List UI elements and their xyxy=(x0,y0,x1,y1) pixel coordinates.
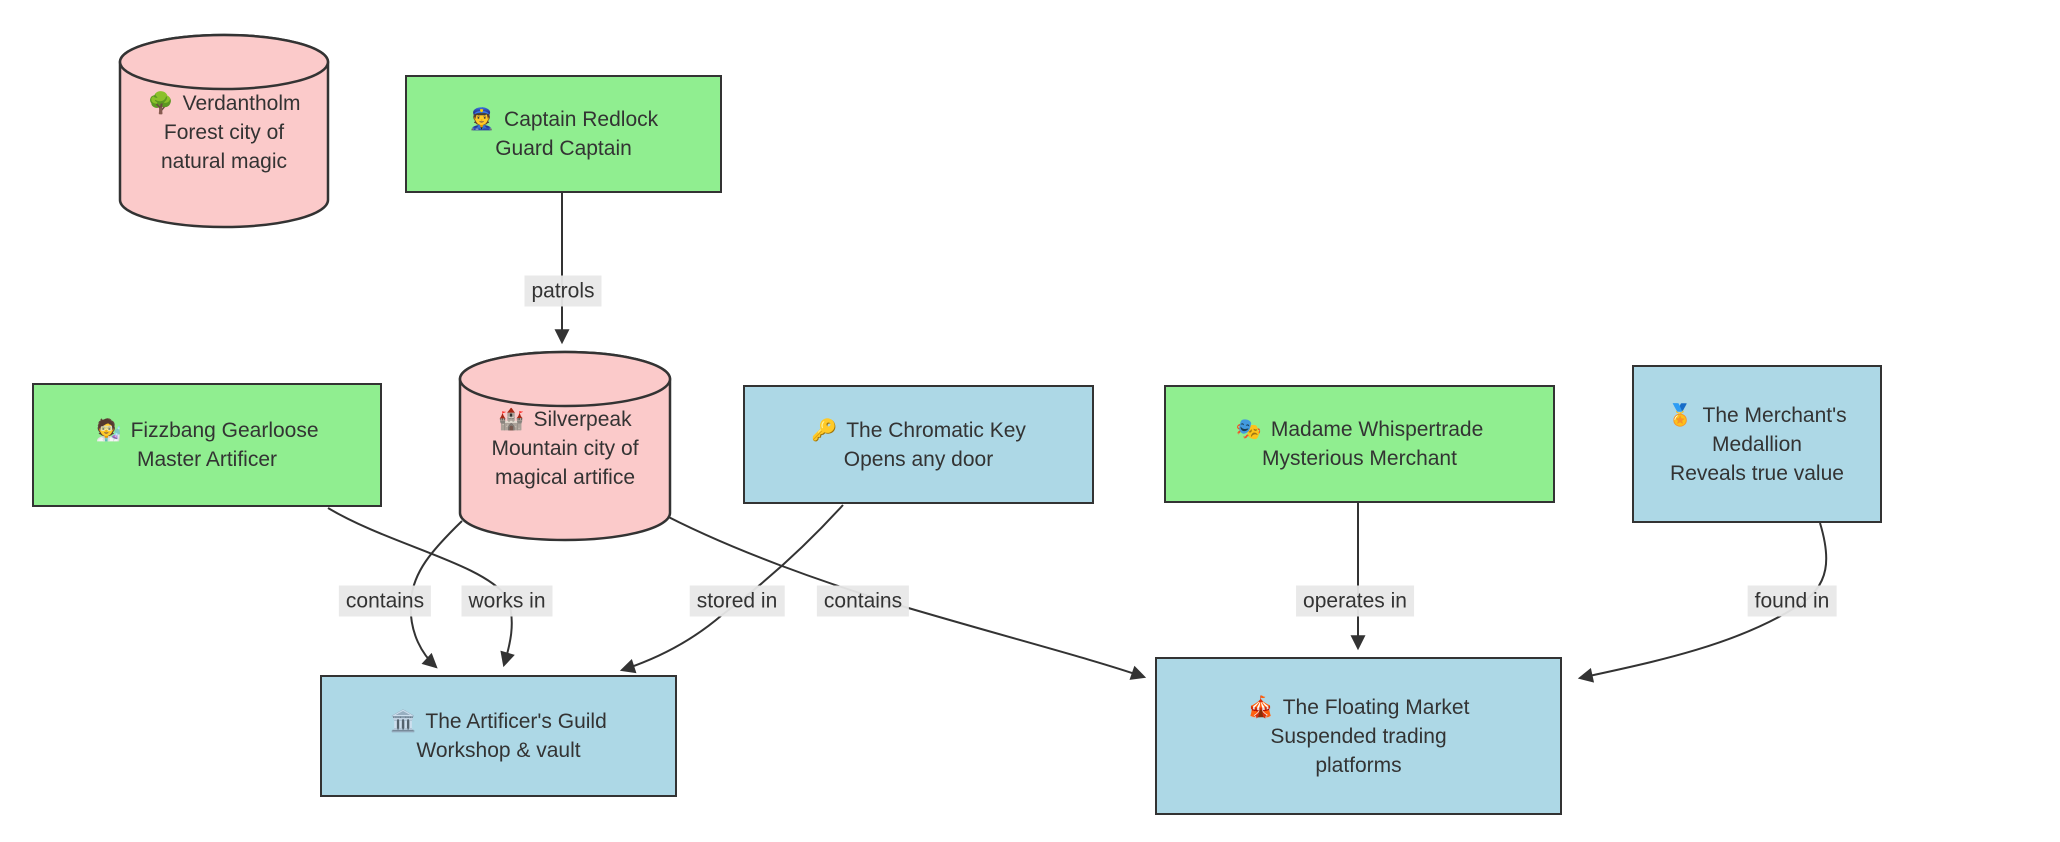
node-desc: Opens any door xyxy=(843,447,994,471)
node-artificers-guild: 🏛️ The Artificer's Guild Workshop & vault xyxy=(320,675,677,797)
node-desc: Guard Captain xyxy=(495,137,632,160)
node-desc: magical artifice xyxy=(494,465,636,489)
scientist-icon: 🧑‍🔬 xyxy=(95,419,122,442)
node-floating-market: 🎪 The Floating Market Suspended trading p… xyxy=(1155,657,1562,815)
edge-label-patrols: patrols xyxy=(524,275,602,307)
silverpeak-cylinder-top xyxy=(458,350,672,408)
node-title: The Floating Market xyxy=(1282,695,1470,719)
key-icon: 🔑 xyxy=(811,418,838,442)
circus-tent-icon: 🎪 xyxy=(1247,695,1274,719)
edge-label-operates-in: operates in xyxy=(1296,585,1414,617)
node-fizzbang-gearloose: 🧑‍🔬 Fizzbang Gearloose Master Artificer xyxy=(32,383,382,507)
node-desc: Reveals true value xyxy=(1670,461,1844,485)
theater-masks-icon: 🎭 xyxy=(1235,418,1262,441)
tree-icon: 🌳 xyxy=(147,91,174,115)
node-desc: Forest city of xyxy=(163,120,285,144)
node-merchants-medallion: 🏅 The Merchant's Medallion Reveals true v… xyxy=(1632,365,1882,523)
node-title: Verdantholm xyxy=(182,91,301,115)
node-chromatic-key: 🔑 The Chromatic Key Opens any door xyxy=(743,385,1094,504)
edge-label-contains-guild: contains xyxy=(338,585,432,617)
edge-fizzbang-worksin-guild xyxy=(327,507,515,668)
edge-label-contains-market: contains xyxy=(816,585,910,617)
verdantholm-cylinder-top xyxy=(118,33,330,91)
node-desc: natural magic xyxy=(160,149,288,173)
node-madame-whispertrade: 🎭 Madame Whispertrade Mysterious Merchant xyxy=(1164,385,1555,503)
cylinder-shapes xyxy=(118,33,672,542)
edge-label-works-in: works in xyxy=(461,585,553,617)
node-captain-redlock: 👮 Captain Redlock Guard Captain xyxy=(405,75,722,193)
police-officer-icon: 👮 xyxy=(468,108,496,131)
node-desc: Mysterious Merchant xyxy=(1262,447,1457,470)
node-desc: Suspended trading xyxy=(1270,724,1447,748)
medal-icon: 🏅 xyxy=(1667,403,1694,427)
classical-building-icon: 🏛️ xyxy=(390,710,417,733)
node-title: The Merchant's xyxy=(1702,403,1847,427)
node-title: Captain Redlock xyxy=(504,108,659,131)
node-title: The Chromatic Key xyxy=(846,418,1026,442)
node-title: Madame Whispertrade xyxy=(1270,418,1484,441)
node-desc: Workshop & vault xyxy=(416,739,581,762)
edge-label-stored-in: stored in xyxy=(689,585,785,617)
node-title-wrap: Medallion xyxy=(1712,432,1802,456)
node-desc: Mountain city of xyxy=(491,436,639,460)
edge-medallion-foundin-market xyxy=(1577,522,1828,683)
edge-label-found-in: found in xyxy=(1747,585,1837,617)
node-title: Fizzbang Gearloose xyxy=(130,419,319,442)
node-verdantholm: 🌳 Verdantholm Forest city of natural magi… xyxy=(120,52,328,212)
node-desc: Master Artificer xyxy=(136,448,278,471)
node-silverpeak: 🏰 Silverpeak Mountain city of magical art… xyxy=(460,372,670,524)
node-title: Silverpeak xyxy=(533,407,632,431)
node-desc: platforms xyxy=(1315,753,1402,777)
node-title: The Artificer's Guild xyxy=(425,710,607,733)
castle-icon: 🏰 xyxy=(498,407,525,431)
